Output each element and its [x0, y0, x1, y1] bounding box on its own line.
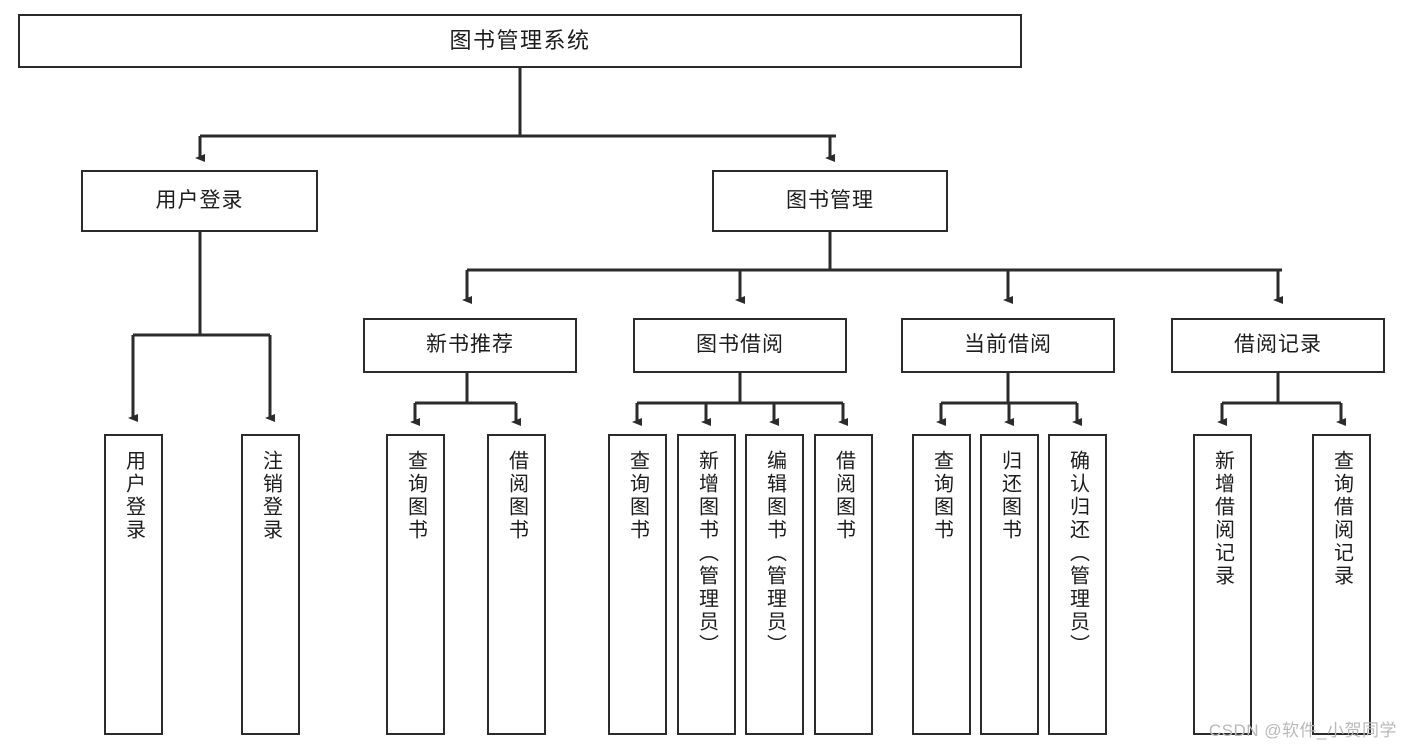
node-label: 查询图书: [404, 450, 427, 542]
node-book-management[interactable]: 图书管理: [712, 170, 948, 232]
node-label: 图书管理系统: [449, 28, 591, 54]
node-user-login[interactable]: 用户登录: [81, 170, 318, 232]
leaf-return-book[interactable]: 归还图书: [980, 434, 1039, 735]
node-label: 查询图书: [930, 450, 953, 542]
node-label: 新增借阅记录: [1211, 450, 1234, 588]
leaf-new-book-query[interactable]: 查询图书: [386, 434, 445, 735]
node-label: 注销登录: [259, 450, 282, 542]
node-label: 借阅图书: [505, 450, 528, 542]
node-label: 图书管理: [786, 188, 874, 212]
watermark-text: CSDN @软件_小贺同学: [1208, 721, 1397, 740]
node-label: 编辑图书（管理员）: [763, 450, 786, 657]
node-new-book-recommend[interactable]: 新书推荐: [363, 318, 577, 373]
leaf-user-login[interactable]: 用户登录: [104, 434, 163, 735]
node-book-borrow[interactable]: 图书借阅: [633, 318, 847, 373]
node-label: 新增图书（管理员）: [695, 450, 718, 657]
node-label: 确认归还（管理员）: [1066, 450, 1089, 657]
node-root-book-management-system[interactable]: 图书管理系统: [18, 14, 1022, 68]
node-label: 当前借阅: [964, 333, 1052, 357]
node-label: 用户登录: [122, 450, 145, 542]
leaf-new-book-borrow[interactable]: 借阅图书: [487, 434, 546, 735]
node-current-borrow[interactable]: 当前借阅: [901, 318, 1115, 373]
node-label: 查询图书: [626, 450, 649, 542]
node-label: 借阅记录: [1234, 333, 1322, 357]
node-label: 新书推荐: [426, 333, 514, 357]
leaf-query-borrow-record[interactable]: 查询借阅记录: [1312, 434, 1371, 735]
leaf-borrow-book[interactable]: 借阅图书: [814, 434, 873, 735]
leaf-current-query-book[interactable]: 查询图书: [912, 434, 971, 735]
node-label: 用户登录: [155, 188, 244, 212]
node-borrow-records[interactable]: 借阅记录: [1171, 318, 1385, 373]
node-label: 图书借阅: [696, 333, 784, 357]
leaf-confirm-return-admin[interactable]: 确认归还（管理员）: [1048, 434, 1107, 735]
leaf-add-book-admin[interactable]: 新增图书（管理员）: [677, 434, 736, 735]
leaf-edit-book-admin[interactable]: 编辑图书（管理员）: [745, 434, 804, 735]
leaf-borrow-query-book[interactable]: 查询图书: [608, 434, 667, 735]
node-label: 查询借阅记录: [1330, 450, 1353, 588]
leaf-add-borrow-record[interactable]: 新增借阅记录: [1193, 434, 1252, 735]
node-label: 借阅图书: [832, 450, 855, 542]
node-label: 归还图书: [998, 450, 1021, 542]
leaf-logout[interactable]: 注销登录: [241, 434, 300, 735]
